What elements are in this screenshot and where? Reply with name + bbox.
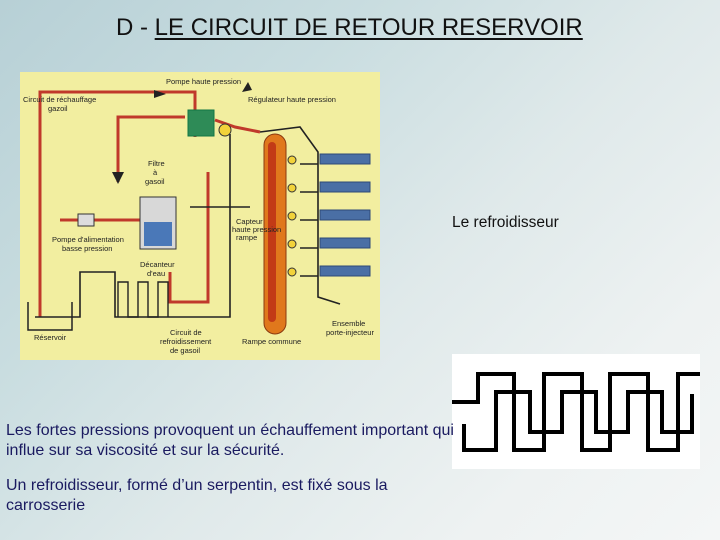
- rail-port: [287, 211, 297, 221]
- injector: [319, 265, 371, 277]
- flow-arrow: [242, 82, 252, 92]
- injector: [319, 237, 371, 249]
- label-decanteur-2: d'eau: [147, 269, 165, 278]
- label-filtre-3: gasoil: [145, 177, 165, 186]
- cooler-caption: Le refroidisseur: [452, 214, 559, 231]
- label-capteur-3: rampe: [236, 233, 257, 242]
- serpentine-outer-line: [452, 372, 700, 452]
- injectors: [319, 153, 371, 277]
- return-main: [35, 134, 231, 318]
- low-pressure-pump: [77, 213, 95, 227]
- pressure-regulator: [218, 123, 232, 137]
- label-circuit-rechauffage-1: Circuit de réchauffage: [23, 95, 96, 104]
- label-pompe-alim-1: Pompe d'alimentation: [52, 235, 124, 244]
- rail-port: [287, 155, 297, 165]
- serpentine-cooler-image: [452, 354, 700, 469]
- return-top: [259, 126, 341, 305]
- rail-ports: [287, 155, 297, 277]
- label-injecteurs-2: porte-injecteur: [326, 328, 374, 337]
- label-capteur-1: Capteur: [236, 217, 263, 226]
- serpentine-inner-line: [462, 390, 694, 452]
- label-circuit-rechauffage-2: gazoil: [48, 104, 68, 113]
- title-main: LE CIRCUIT DE RETOUR RESERVOIR: [154, 14, 583, 41]
- serpentine-svg: [452, 372, 700, 452]
- label-reservoir: Réservoir: [34, 333, 67, 342]
- rail-port: [287, 183, 297, 193]
- flow-arrow: [112, 172, 124, 184]
- injector: [319, 153, 371, 165]
- rail-port: [287, 267, 297, 277]
- flow-arrow: [154, 90, 166, 98]
- serpentine-tube: [452, 372, 700, 452]
- cooling-loop: [117, 281, 169, 318]
- fuel-circuit-svg: Pompe haute pression Circuit de réchauff…: [23, 77, 374, 355]
- label-circuit-refroid-1: Circuit de: [170, 328, 202, 337]
- title-prefix: D -: [116, 14, 155, 41]
- common-rail-shade: [268, 142, 276, 322]
- high-pressure-line: [214, 118, 261, 134]
- return-lines: [35, 126, 341, 318]
- label-capteur-2: haute pression: [232, 225, 281, 234]
- fuel-circuit-diagram: Pompe haute pression Circuit de réchauff…: [20, 72, 380, 360]
- slide-title: D - LE CIRCUIT DE RETOUR RESERVOIR: [116, 14, 583, 42]
- paragraph-refroidisseur: Un refroidisseur, formé d’un serpentin, …: [6, 477, 388, 514]
- label-regulateur: Régulateur haute pression: [248, 95, 336, 104]
- filter-return-line: [168, 172, 210, 304]
- label-injecteurs-1: Ensemble: [332, 319, 365, 328]
- paragraph-pressions: Les fortes pressions provoquent un échau…: [6, 422, 454, 459]
- pump-feed-line: [116, 115, 185, 182]
- label-filtre-1: Filtre: [148, 159, 165, 168]
- label-circuit-refroid-2: refroidissement: [160, 337, 212, 346]
- label-rampe: Rampe commune: [242, 337, 301, 346]
- rail-port: [287, 239, 297, 249]
- high-pressure-pump: [187, 109, 215, 137]
- label-filtre-2: à: [153, 168, 158, 177]
- label-pompe-haute-pression: Pompe haute pression: [166, 77, 241, 86]
- injector: [319, 209, 371, 221]
- label-decanteur-1: Décanteur: [140, 260, 175, 269]
- label-pompe-alim-2: basse pression: [62, 244, 112, 253]
- flow-arrows: [112, 82, 252, 184]
- reservoir-shape: [27, 302, 73, 331]
- injector: [319, 181, 371, 193]
- filter-water: [144, 222, 172, 246]
- label-circuit-refroid-3: de gasoil: [170, 346, 200, 355]
- return-branches: [300, 163, 318, 277]
